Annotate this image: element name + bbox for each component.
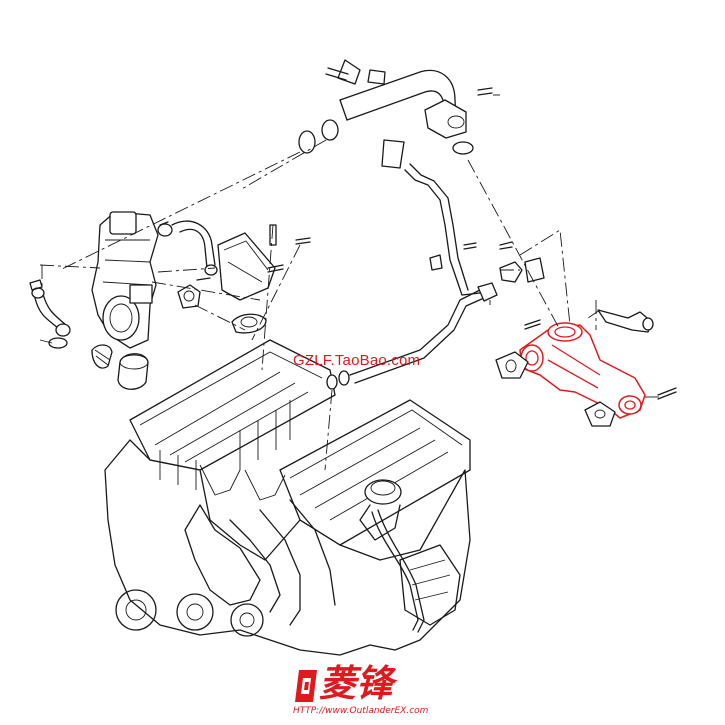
brand-logo-text: 菱锋	[319, 662, 393, 705]
water-pipe-middle	[326, 139, 545, 390]
watermark-text: GZLF.TaoBao.com	[293, 352, 421, 369]
throttle-body-assembly	[29, 211, 311, 390]
engine-block	[104, 339, 471, 656]
brand-url: HTTP://www.OutlanderEX.com	[293, 706, 429, 716]
water-pipe-upper	[298, 59, 493, 155]
leader-lines	[39, 94, 660, 471]
brand-logo-mark	[295, 670, 317, 702]
brand-logo: 菱锋 HTTP://www.OutlanderEX.com	[293, 664, 443, 720]
highlighted-water-outlet-fitting	[495, 309, 677, 427]
